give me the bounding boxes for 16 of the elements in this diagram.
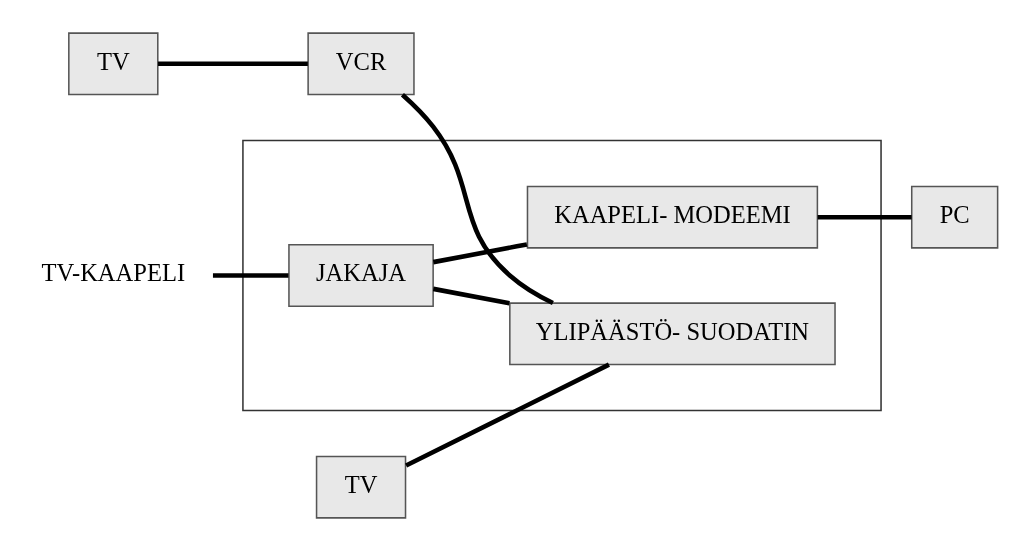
connector bbox=[405, 362, 610, 468]
node-box: TV bbox=[68, 32, 159, 96]
node-text: TV-KAAPELI bbox=[41, 259, 186, 287]
cluster bbox=[242, 139, 882, 412]
node-box: PC bbox=[910, 185, 999, 249]
node-box: TV bbox=[315, 455, 407, 519]
node-box: VCR bbox=[307, 32, 415, 96]
connector bbox=[432, 286, 510, 306]
connector bbox=[432, 242, 528, 265]
connector bbox=[400, 93, 554, 306]
connector bbox=[212, 273, 289, 278]
connector bbox=[817, 214, 912, 220]
node-box: YLIPÄÄSTÖ- SUODATIN bbox=[509, 302, 836, 366]
connector bbox=[158, 61, 308, 67]
node-box: JAKAJA bbox=[288, 244, 434, 307]
node-box: KAAPELI- MODEEMI bbox=[526, 185, 819, 249]
